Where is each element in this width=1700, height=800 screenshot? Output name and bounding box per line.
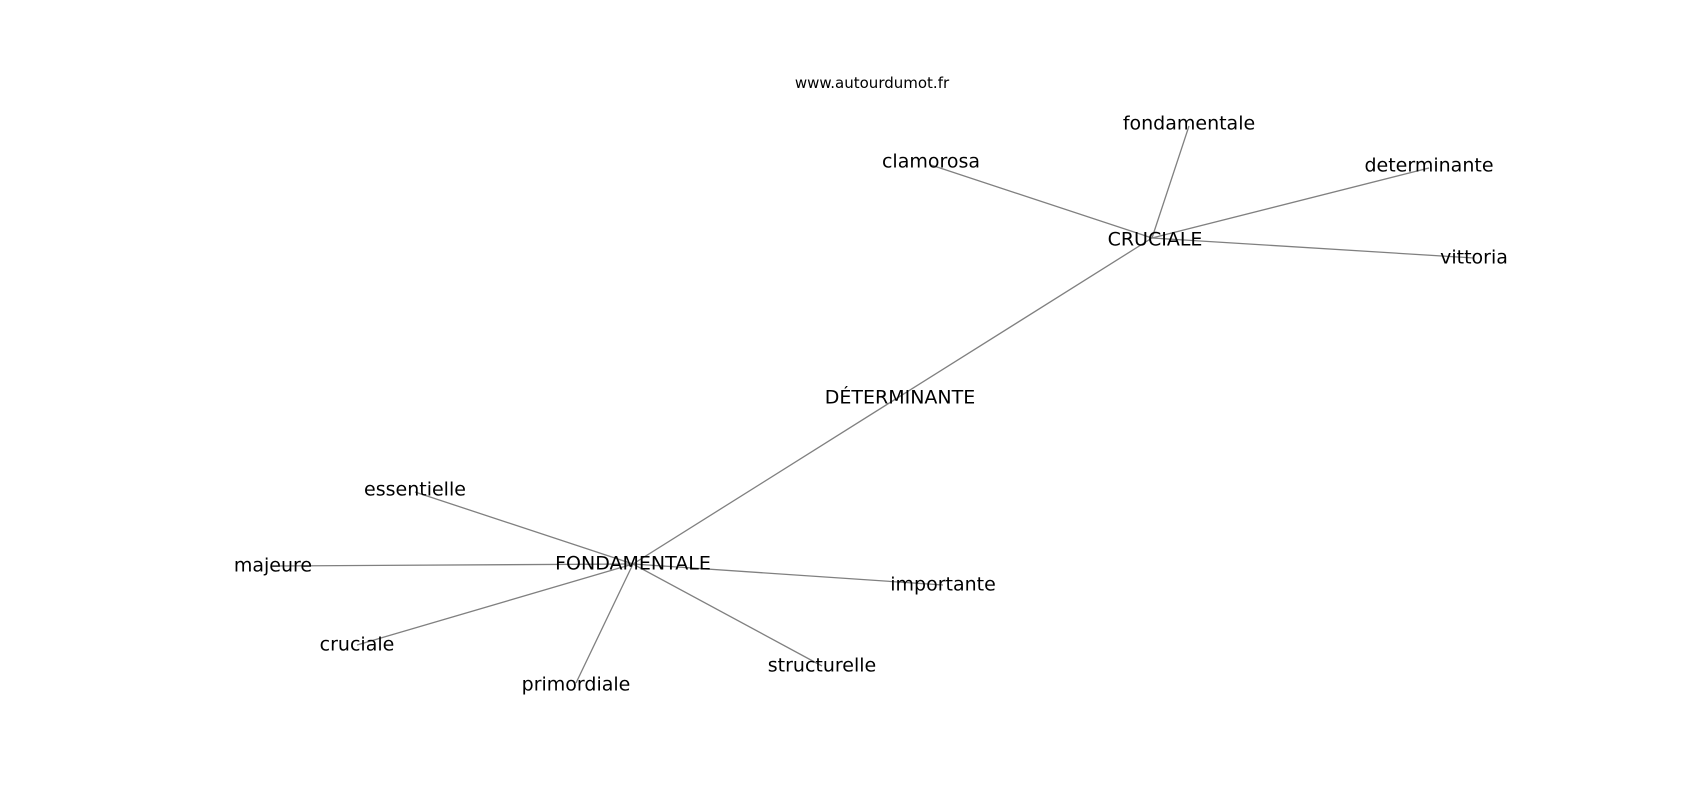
node-label-cruciale-hub: CRUCIALE: [1108, 229, 1203, 251]
edge-fondamentale-hub-to-primordiale: [575, 563, 634, 684]
edge-fondamentale-hub-to-cruciale-hub: [632, 237, 1153, 565]
node-label-primordiale: primordiale: [522, 674, 631, 696]
edge-fondamentale-hub-to-importante: [632, 563, 944, 586]
node-label-determinante-root: DÉTERMINANTE: [825, 386, 975, 409]
edge-cruciale-hub-to-clamorosa: [930, 164, 1153, 239]
source-watermark: www.autourdumot.fr: [795, 74, 950, 92]
node-label-fondamentale-hub: FONDAMENTALE: [555, 553, 711, 575]
node-label-structurelle: structurelle: [768, 655, 876, 677]
node-label-fondamentale-leaf: fondamentale: [1123, 113, 1255, 135]
node-label-majeure: majeure: [234, 555, 312, 577]
edge-fondamentale-hub-to-majeure: [272, 563, 634, 567]
node-label-group: DÉTERMINANTE CRUCIALE FONDAMENTALE clamoros…: [234, 113, 1508, 696]
node-label-cruciale-leaf: cruciale: [320, 634, 395, 656]
node-label-determinante-leaf: determinante: [1364, 155, 1493, 177]
edge-group: [272, 125, 1475, 684]
node-label-vittoria: vittoria: [1440, 247, 1508, 269]
edge-fondamentale-hub-to-structurelle: [632, 563, 823, 667]
edge-fondamentale-hub-to-essentielle: [414, 491, 634, 565]
edge-cruciale-hub-to-vittoria: [1151, 237, 1475, 259]
node-label-clamorosa: clamorosa: [882, 151, 980, 173]
edge-cruciale-hub-to-fondamentale-leaf: [1151, 125, 1190, 239]
edge-fondamentale-hub-to-cruciale-leaf: [356, 563, 634, 646]
edge-cruciale-hub-to-determinante-leaf: [1151, 167, 1430, 239]
node-label-essentielle: essentielle: [364, 479, 466, 501]
node-label-importante: importante: [890, 574, 996, 596]
